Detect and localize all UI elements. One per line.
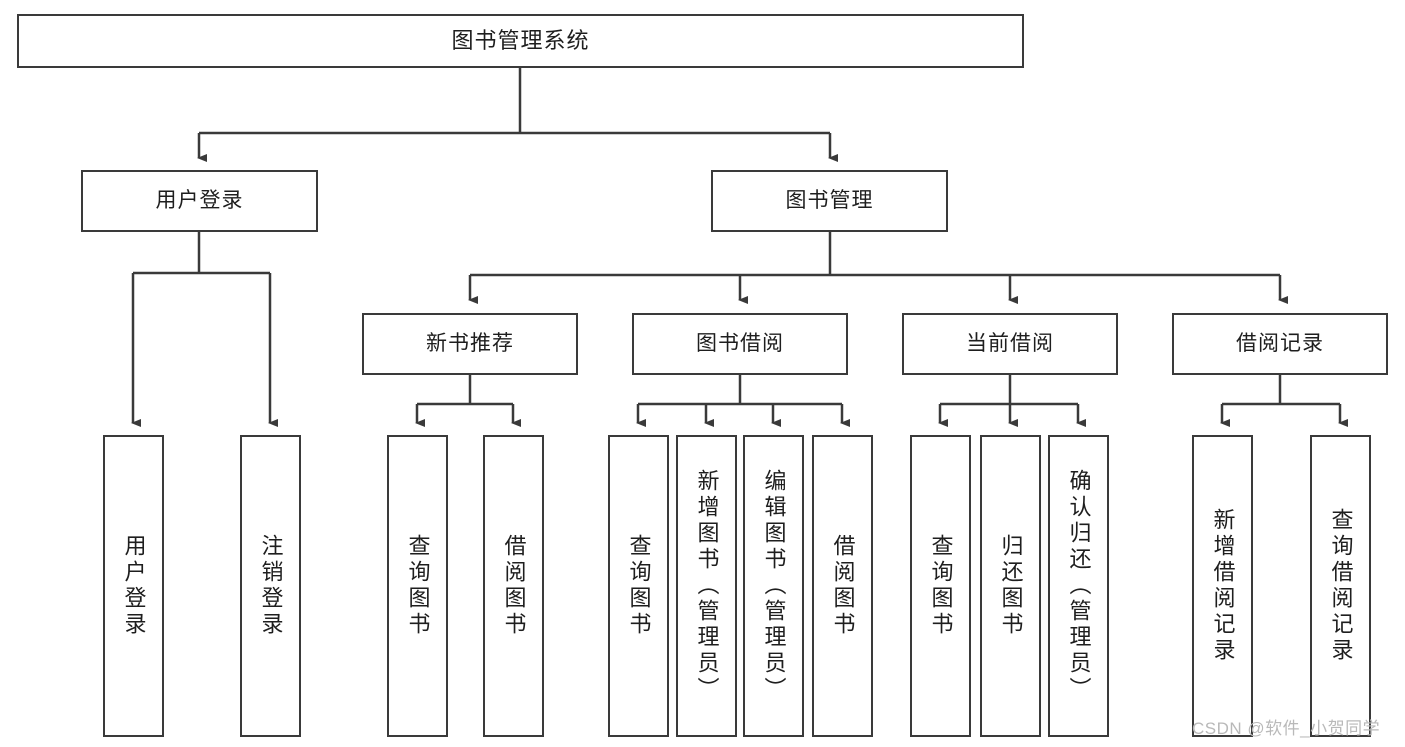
node-new-book-recommend[interactable]: 新书推荐 [362,313,578,375]
node-book-borrow[interactable]: 图书借阅 [632,313,848,375]
node-book-management[interactable]: 图书管理 [711,170,948,232]
node-label: 查询图书 [928,534,954,638]
node-label: 图书借阅 [696,331,784,355]
leaf-record-add[interactable]: 新增借阅记录 [1192,435,1253,737]
leaf-current-confirm-return[interactable]: 确认归还（管理员） [1048,435,1109,737]
leaf-borrow-add-book[interactable]: 新增图书（管理员） [676,435,737,737]
leaf-user-logout[interactable]: 注销登录 [240,435,301,737]
node-label: 图书管理 [785,188,874,212]
node-label: 查询图书 [405,534,431,638]
leaf-current-query-book[interactable]: 查询图书 [910,435,971,737]
node-label: 编辑图书（管理员） [761,469,787,703]
node-label: 新增借阅记录 [1210,508,1236,664]
node-label: 借阅图书 [501,534,527,638]
watermark-csdn: CSDN @软件_小贺同学 [1192,719,1381,738]
node-label: 用户登录 [121,534,147,638]
node-label: 借阅记录 [1236,331,1324,355]
node-label: 查询图书 [626,534,652,638]
node-current-borrow[interactable]: 当前借阅 [902,313,1118,375]
node-label: 归还图书 [998,534,1024,638]
node-label: 新书推荐 [426,331,514,355]
node-label: 新增图书（管理员） [694,469,720,703]
node-user-login[interactable]: 用户登录 [81,170,318,232]
node-label: 确认归还（管理员） [1066,469,1092,703]
leaf-current-return-book[interactable]: 归还图书 [980,435,1041,737]
node-label: 当前借阅 [966,331,1054,355]
leaf-borrow-edit-book[interactable]: 编辑图书（管理员） [743,435,804,737]
node-borrow-record[interactable]: 借阅记录 [1172,313,1388,375]
node-label: 注销登录 [258,534,284,638]
node-label: 图书管理系统 [451,28,590,54]
leaf-borrow-borrow-book[interactable]: 借阅图书 [812,435,873,737]
node-label: 用户登录 [155,188,244,212]
leaf-record-query[interactable]: 查询借阅记录 [1310,435,1371,737]
node-root-book-management-system[interactable]: 图书管理系统 [17,14,1024,68]
leaf-user-login[interactable]: 用户登录 [103,435,164,737]
node-label: 查询借阅记录 [1328,508,1354,664]
leaf-borrow-query-book[interactable]: 查询图书 [608,435,669,737]
leaf-new-book-query[interactable]: 查询图书 [387,435,448,737]
node-label: 借阅图书 [830,534,856,638]
leaf-new-book-borrow[interactable]: 借阅图书 [483,435,544,737]
